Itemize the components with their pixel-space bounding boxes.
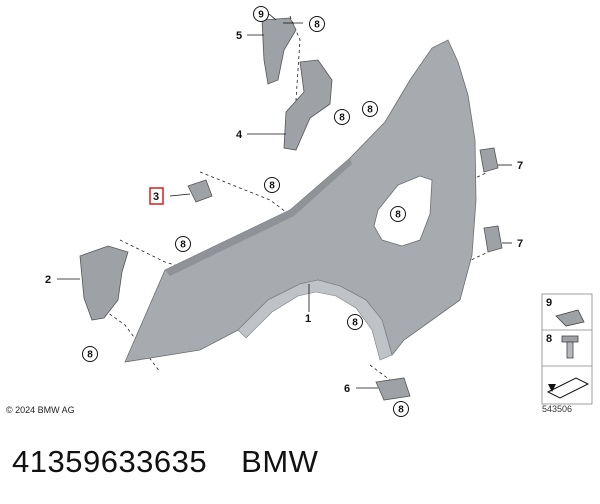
callout-8-flange-mid: 8 (264, 177, 280, 193)
clip-part-3 (187, 179, 213, 203)
footer-caption: 41359633635 BMW (12, 444, 318, 480)
speed-nut-icon (555, 309, 585, 327)
bracket-part-4 (283, 59, 333, 151)
parts-diagram: 5 4 2 1 6 7 7 3 9 8 8 8 8 8 8 8 8 (45, 6, 593, 417)
copyright-text: © 2024 BMW AG (6, 405, 75, 415)
diagram-number: 543506 (542, 404, 573, 414)
svg-text:8: 8 (395, 210, 401, 221)
callout-8-bottom-left: 8 (82, 346, 98, 362)
svg-text:8: 8 (269, 181, 275, 192)
fastener-legend: 9 8 (541, 293, 593, 405)
screw-icon (561, 335, 579, 359)
svg-text:9: 9 (258, 10, 264, 21)
callout-8-top: 8 (309, 16, 325, 32)
svg-text:8: 8 (339, 113, 345, 124)
svg-text:8: 8 (314, 20, 320, 31)
solid-leaders (57, 13, 512, 389)
svg-text:8: 8 (367, 105, 373, 116)
label-part-1: 1 (305, 313, 311, 325)
label-part-7-lower: 7 (517, 238, 523, 250)
callout-8-arch: 8 (347, 314, 363, 330)
callout-8-flange-right: 8 (362, 101, 378, 117)
fender-flange (165, 158, 352, 276)
legend-label-8: 8 (546, 333, 552, 345)
clip-part-7-lower (483, 225, 503, 253)
svg-text:8: 8 (87, 350, 93, 361)
svg-text:8: 8 (180, 240, 186, 251)
callout-8-vent: 8 (390, 206, 406, 222)
label-part-2: 2 (45, 274, 51, 286)
callout-8-part-4: 8 (334, 109, 350, 125)
label-part-7-upper: 7 (517, 160, 523, 172)
label-part-3-highlight (149, 187, 164, 205)
wheel-arch-edge (237, 279, 393, 361)
brand-name: BMW (241, 444, 319, 479)
label-part-5: 5 (236, 30, 242, 42)
bracket-part-2 (79, 245, 129, 321)
svg-text:8: 8 (352, 318, 358, 329)
label-part-3: 3 (153, 191, 159, 203)
bracket-part-6 (375, 377, 411, 401)
label-part-6: 6 (344, 383, 350, 395)
part-number: 41359633635 (12, 444, 208, 479)
bracket-part-5 (261, 17, 297, 85)
clip-part-7-upper (479, 147, 499, 173)
label-part-4: 4 (236, 129, 243, 141)
svg-text:8: 8 (398, 405, 404, 416)
sheet-arrow-icon (546, 377, 590, 399)
legend-label-9: 9 (546, 297, 552, 309)
callout-9-top: 9 (253, 6, 269, 22)
callout-8-bottom: 8 (393, 401, 409, 417)
callout-8-front: 8 (175, 236, 191, 252)
